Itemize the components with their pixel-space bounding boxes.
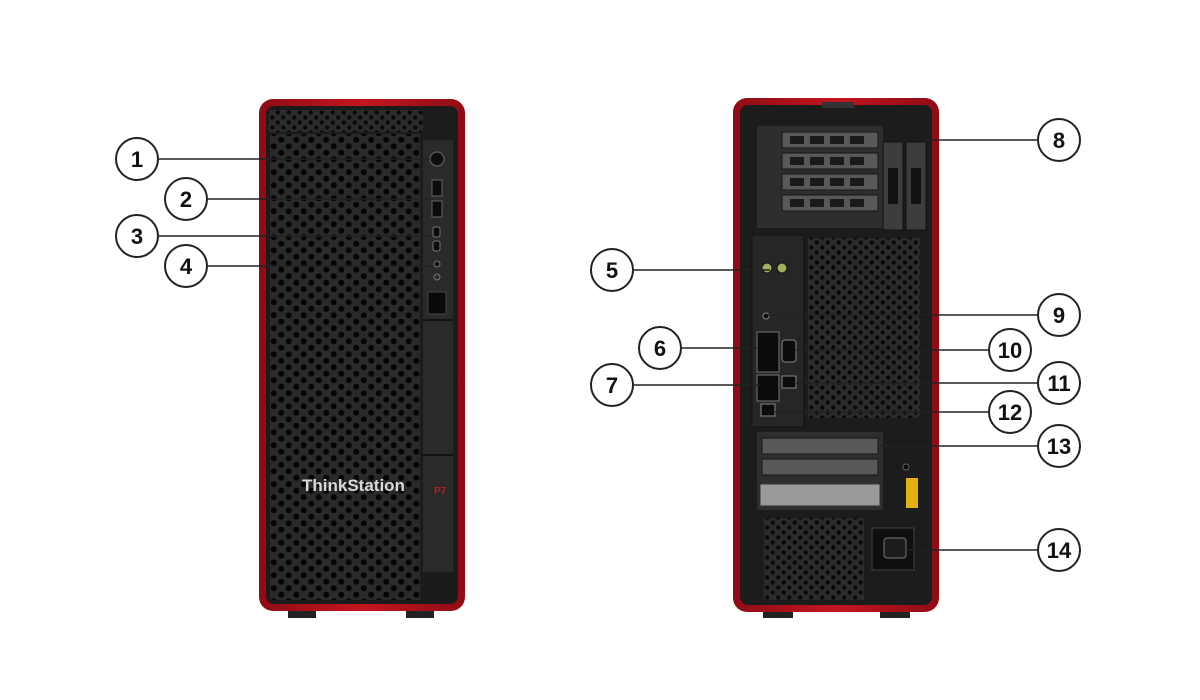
callout-marker-1: 1 [115,137,159,181]
rear-audio-jack-2 [776,262,788,274]
callout-marker-4: 4 [164,244,208,288]
callout-number-4: 4 [180,254,193,279]
rear-serial-port [781,339,797,363]
callout-marker-9: 9 [1037,293,1081,337]
callout-number-12: 12 [998,400,1022,425]
rear-usb-a-ports-upper [756,331,780,373]
rear-gpu-power-plug-2 [911,168,921,204]
rear-foot-left [763,608,793,618]
rear-top-slot [822,102,854,108]
rear-hex-vent [808,238,920,418]
callout-marker-10: 10 [988,328,1032,372]
callout-circle-9 [1037,293,1081,337]
callout-circle-2 [164,177,208,221]
callout-number-2: 2 [180,187,192,212]
callout-circle-6 [638,326,682,370]
callout-marker-8: 8 [1037,118,1081,162]
callout-lines [159,139,1037,551]
callout-marker-5: 5 [590,248,634,292]
callout-circle-8 [1037,118,1081,162]
callout-number-11: 11 [1047,371,1070,396]
rear-view [733,98,939,618]
callout-marker-7: 7 [590,363,634,407]
front-foot-right [406,608,434,618]
front-usb-c-port-2 [432,240,441,252]
front-audio-jack [433,260,441,268]
callout-marker-6: 6 [638,326,682,370]
rear-power-inlet-socket [883,537,907,559]
power-button-icon[interactable] [429,151,445,167]
callout-circle-10 [988,328,1032,372]
callout-marker-13: 13 [1037,424,1081,468]
callout-number-9: 9 [1053,303,1065,328]
rear-audio-jack-1 [761,262,773,274]
rear-lock-slot [902,463,910,471]
callout-circle-7 [590,363,634,407]
callout-circle-5 [590,248,634,292]
callout-marker-2: 2 [164,177,208,221]
rear-lower-pcie-brackets [761,437,879,476]
callout-number-14: 14 [1047,538,1072,563]
rear-gpu-power-plug-1 [888,168,898,204]
callout-number-10: 10 [998,338,1022,363]
front-top-vent [268,110,428,132]
rear-warning-label [906,478,918,508]
callout-circle-14 [1037,528,1081,572]
front-usb-c-port-1 [432,226,441,238]
rear-bottom-vent [764,518,864,600]
brand-logo: ThinkStation [302,476,405,495]
front-indicator [433,273,441,281]
callout-marker-12: 12 [988,390,1032,434]
callout-number-8: 8 [1053,128,1065,153]
callout-circle-1 [115,137,159,181]
callout-number-5: 5 [606,258,618,283]
callout-number-1: 1 [131,147,143,172]
front-drive-bay [427,291,447,315]
front-usb-a-port-1 [431,179,443,197]
rear-upper-pcie-vents [790,136,864,207]
model-badge: P7 [434,486,447,497]
front-view: P7 ThinkStation [259,99,465,618]
front-io-panel-top [423,110,453,140]
front-hex-grille [270,134,420,600]
rear-ethernet-port-1 [781,375,797,389]
callout-marker-11: 11 [1037,361,1081,405]
front-foot-left [288,608,316,618]
callout-circle-11 [1037,361,1081,405]
callout-number-7: 7 [606,373,618,398]
callout-marker-14: 14 [1037,528,1081,572]
rear-usb-c-port [762,312,770,320]
rear-usb-a-ports-lower [756,374,780,402]
callout-number-3: 3 [131,224,143,249]
front-usb-a-port-2 [431,200,443,218]
rear-ethernet-port-2 [760,403,776,417]
callout-number-13: 13 [1047,434,1071,459]
callout-circle-4 [164,244,208,288]
callout-circle-13 [1037,424,1081,468]
callout-circle-12 [988,390,1032,434]
rear-lower-pcie-blank [759,483,881,507]
rear-foot-right [880,608,910,618]
callout-marker-3: 3 [115,214,159,258]
callout-number-6: 6 [654,336,666,361]
callout-circle-3 [115,214,159,258]
